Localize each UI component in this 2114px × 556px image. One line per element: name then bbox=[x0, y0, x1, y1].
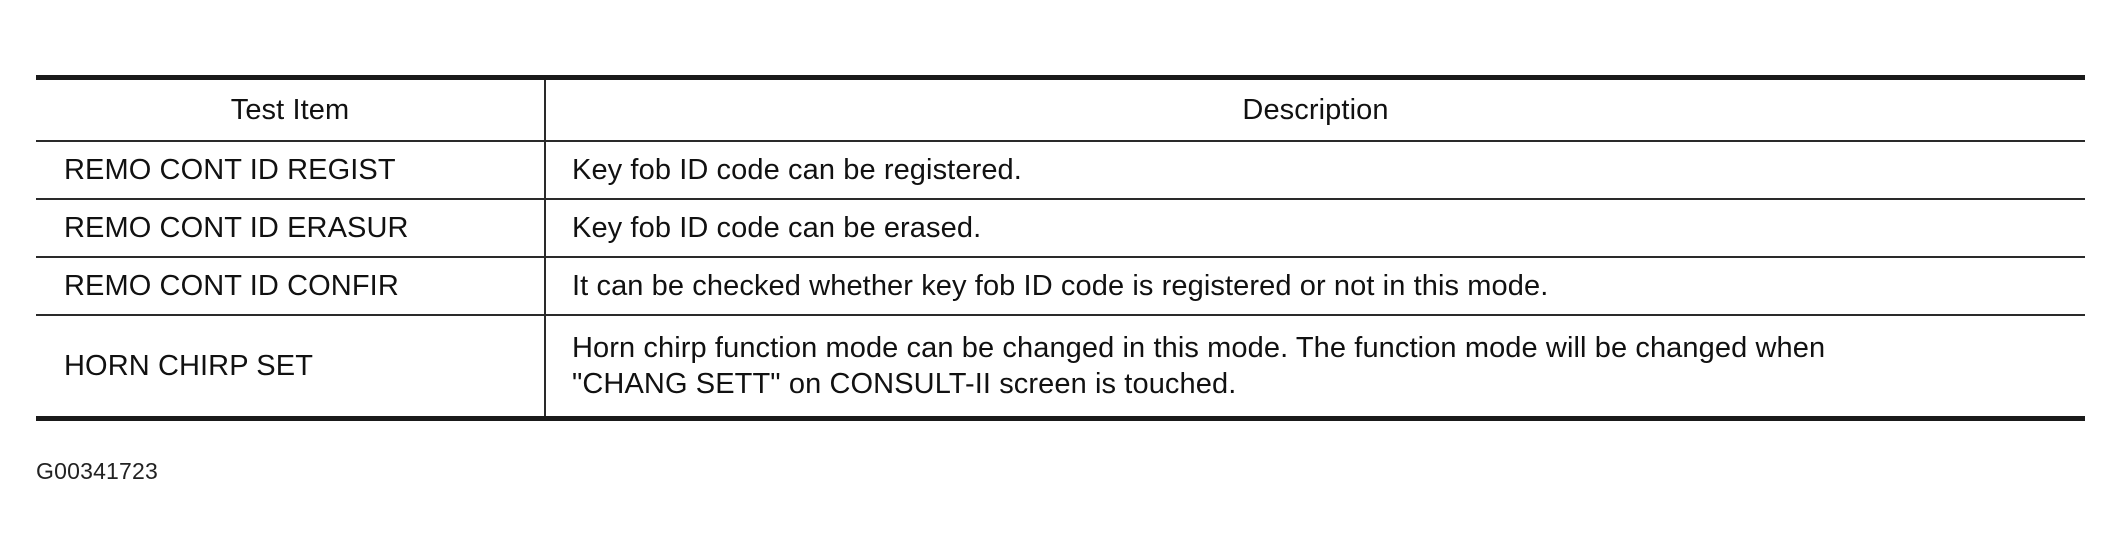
description-line: Horn chirp function mode can be changed … bbox=[572, 332, 1826, 364]
test-item-table: Test Item Description REMO CONT ID REGIS… bbox=[36, 75, 2085, 421]
table-header-row: Test Item Description bbox=[36, 77, 2085, 142]
table-row: REMO CONT ID CONFIR It can be checked wh… bbox=[36, 257, 2085, 316]
table-row: HORN CHIRP SET Horn chirp function mode … bbox=[36, 315, 2085, 419]
description-cell: Horn chirp function mode can be changed … bbox=[544, 315, 2085, 419]
header-test-item: Test Item bbox=[36, 77, 545, 142]
description-cell: It can be checked whether key fob ID cod… bbox=[544, 257, 2085, 316]
table-row: REMO CONT ID ERASUR Key fob ID code can … bbox=[36, 199, 2085, 258]
description-line: "CHANG SETT" on CONSULT-II screen is tou… bbox=[572, 368, 1237, 400]
description-cell: Key fob ID code can be registered. bbox=[544, 141, 2085, 200]
description-cell: Key fob ID code can be erased. bbox=[544, 199, 2085, 258]
test-item-cell: REMO CONT ID CONFIR bbox=[36, 257, 545, 316]
header-description: Description bbox=[544, 77, 2085, 142]
test-item-cell: REMO CONT ID ERASUR bbox=[36, 199, 545, 258]
figure-id-label: G00341723 bbox=[36, 458, 159, 484]
test-item-cell: HORN CHIRP SET bbox=[64, 350, 314, 382]
test-item-cell: REMO CONT ID REGIST bbox=[36, 141, 545, 200]
table-row: REMO CONT ID REGIST Key fob ID code can … bbox=[36, 141, 2085, 200]
